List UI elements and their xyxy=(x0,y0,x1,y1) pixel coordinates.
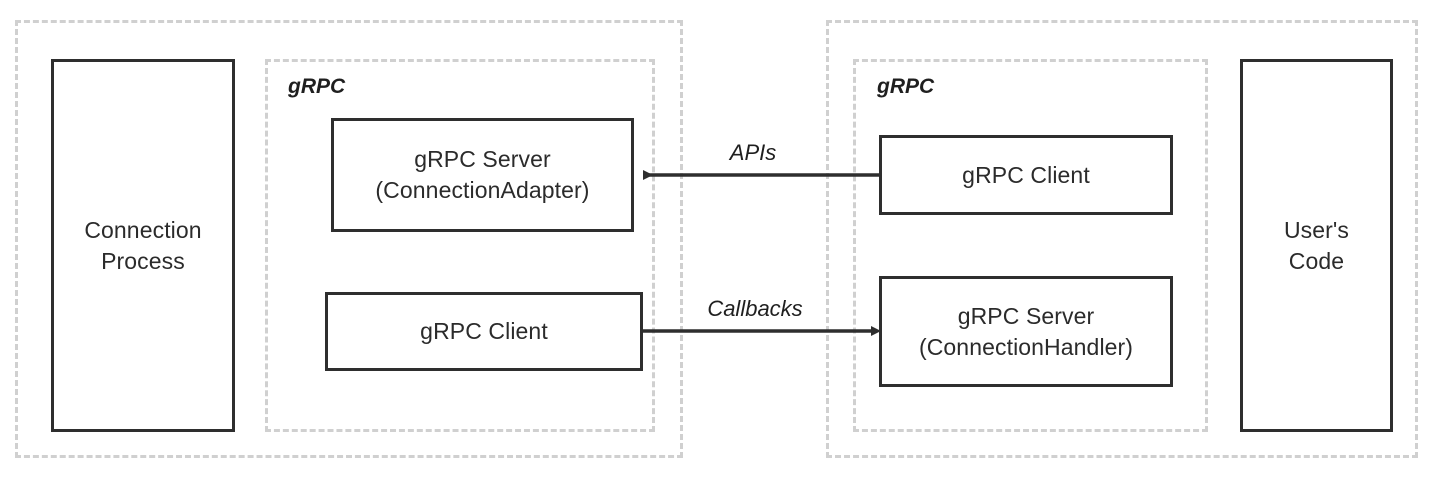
users-code-label: User's Code xyxy=(1283,216,1350,274)
grpc-client-left-box[interactable]: gRPC Client xyxy=(325,292,643,371)
users-code-box[interactable]: User's Code xyxy=(1240,59,1393,432)
left-grpc-container xyxy=(265,59,655,432)
grpc-server-connection-handler-box[interactable]: gRPC Server (ConnectionHandler) xyxy=(879,276,1173,387)
grpc-server-connection-adapter-label: gRPC Server (ConnectionAdapter) xyxy=(375,146,590,203)
right-grpc-container xyxy=(853,59,1208,432)
connection-process-label: Connection Process xyxy=(84,216,202,274)
users-code-container xyxy=(826,20,1418,458)
grpc-server-connection-adapter-box[interactable]: gRPC Server (ConnectionAdapter) xyxy=(331,118,634,232)
apis-arrow xyxy=(643,170,879,180)
connection-process-box[interactable]: Connection Process xyxy=(51,59,235,432)
callbacks-edge-label: Callbacks xyxy=(707,296,803,321)
callbacks-arrow xyxy=(642,326,881,336)
apis-edge-label: APIs xyxy=(729,140,777,165)
connection-process-container xyxy=(15,20,683,458)
grpc-server-connection-handler-label: gRPC Server (ConnectionHandler) xyxy=(918,302,1134,360)
left-grpc-group-label: gRPC xyxy=(288,75,346,98)
grpc-client-right-label: gRPC Client xyxy=(962,161,1090,188)
grpc-client-right-box[interactable]: gRPC Client xyxy=(879,135,1173,215)
grpc-client-left-label: gRPC Client xyxy=(420,318,548,345)
right-grpc-group-label: gRPC xyxy=(877,75,935,98)
